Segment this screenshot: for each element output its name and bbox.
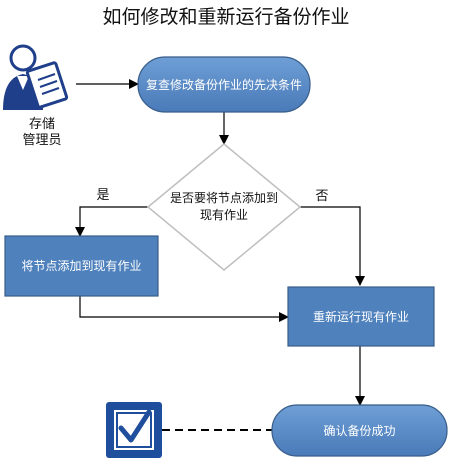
storage-admin-icon	[3, 44, 71, 110]
actor-label-line1: 存储	[28, 117, 55, 132]
actor-label: 存储 管理员	[14, 117, 70, 149]
node-add-nodes-label: 将节点添加到现有作业	[21, 259, 142, 273]
node-confirm-backup-label: 确认备份成功	[323, 423, 396, 438]
connectors	[75, 79, 365, 431]
branch-yes-label: 是	[96, 188, 110, 203]
node-confirm-backup	[271, 404, 448, 457]
connector-decision-no	[298, 206, 365, 286]
node-decision	[146, 143, 302, 271]
diagram-title: 如何修改和重新运行备份作业	[102, 6, 350, 28]
node-rerun-job-label: 重新运行现有作业	[312, 309, 409, 324]
connector-decision-yes	[75, 206, 150, 237]
actor-label-line2: 管理员	[22, 133, 62, 148]
node-review-prereq	[137, 56, 311, 113]
node-rerun-job	[287, 286, 435, 347]
node-decision-label: 是否要将节点添加到现有作业	[169, 191, 278, 222]
node-review-prereq-label: 复查修改备份作业的先决条件	[146, 77, 303, 92]
node-add-nodes	[4, 235, 159, 297]
branch-no-label: 否	[315, 189, 329, 204]
checklist-icon	[106, 402, 162, 458]
connector-add-to-rerun	[79, 296, 289, 322]
